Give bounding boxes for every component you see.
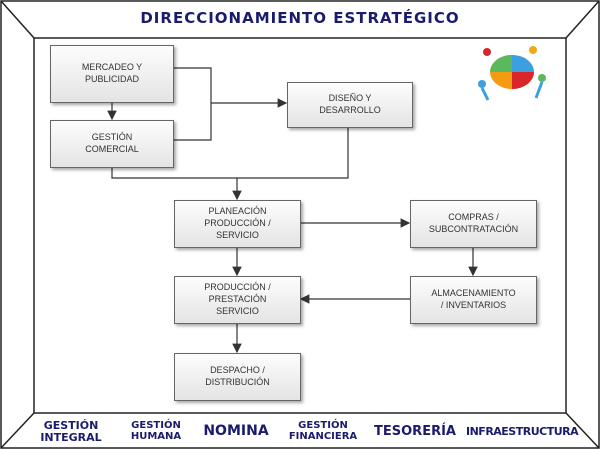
teamwork-puzzle-icon [478, 46, 546, 101]
footer-gestion-integral[interactable]: GESTIÓN INTEGRAL [40, 419, 102, 444]
page-title: DIRECCIONAMIENTO ESTRATÉGICO [140, 9, 460, 27]
box-planeacion[interactable]: PLANEACIÓN PRODUCCIÓN / SERVICIO [174, 200, 301, 248]
footer-gestion-humana[interactable]: GESTIÓN HUMANA [130, 420, 182, 442]
box-almacenamiento[interactable]: ALMACENAMIENTO / INVENTARIOS [410, 276, 537, 324]
footer-tesoreria[interactable]: TESORERÍA [374, 424, 456, 439]
box-diseno[interactable]: DISEÑO Y DESARROLLO [287, 82, 413, 128]
connectors [107, 67, 478, 354]
footer-gestion-financiera[interactable]: GESTIÓN FINANCIERA [288, 420, 358, 442]
box-gestion-comercial[interactable]: GESTIÓN COMERCIAL [50, 120, 174, 168]
footer-nomina[interactable]: NOMINA [203, 423, 269, 439]
box-mercadeo[interactable]: MERCADEO Y PUBLICIDAD [50, 45, 174, 103]
box-produccion[interactable]: PRODUCCIÓN / PRESTACIÓN SERVICIO [174, 276, 301, 324]
box-despacho[interactable]: DESPACHO / DISTRIBUCIÓN [174, 353, 301, 401]
footer-infraestructura[interactable]: INFRAESTRUCTURA [466, 425, 579, 438]
box-compras[interactable]: COMPRAS / SUBCONTRATACIÓN [410, 200, 537, 248]
